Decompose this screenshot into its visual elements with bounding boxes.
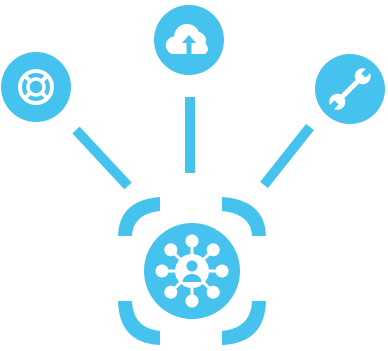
connector-left [72, 126, 132, 190]
hub-satellite-dot [215, 264, 229, 278]
wrench-icon [326, 65, 374, 113]
upload-node [154, 5, 224, 75]
hub-satellite-dot [155, 264, 169, 278]
network-user-icon [155, 234, 229, 308]
hub-satellite-dot [206, 243, 220, 257]
hub-satellite-dot [164, 243, 178, 257]
bracket-bottom-left [118, 301, 160, 345]
connector-right [260, 123, 314, 189]
hub-satellite-dot [185, 234, 199, 248]
support-node [1, 52, 71, 122]
bracket-bottom-right [222, 301, 266, 345]
hub-node [144, 223, 240, 319]
connectors [72, 97, 314, 190]
lifebuoy-icon [18, 69, 54, 105]
hub-satellite-dot [164, 285, 178, 299]
hub-satellite-dot [206, 285, 220, 299]
bracket-top-right [222, 197, 266, 236]
tools-node [315, 54, 385, 124]
bracket-top-left [118, 197, 160, 236]
focus-brackets-icon [118, 197, 266, 345]
cloud-upload-icon [165, 23, 208, 56]
hub-satellite-dot [185, 294, 199, 308]
